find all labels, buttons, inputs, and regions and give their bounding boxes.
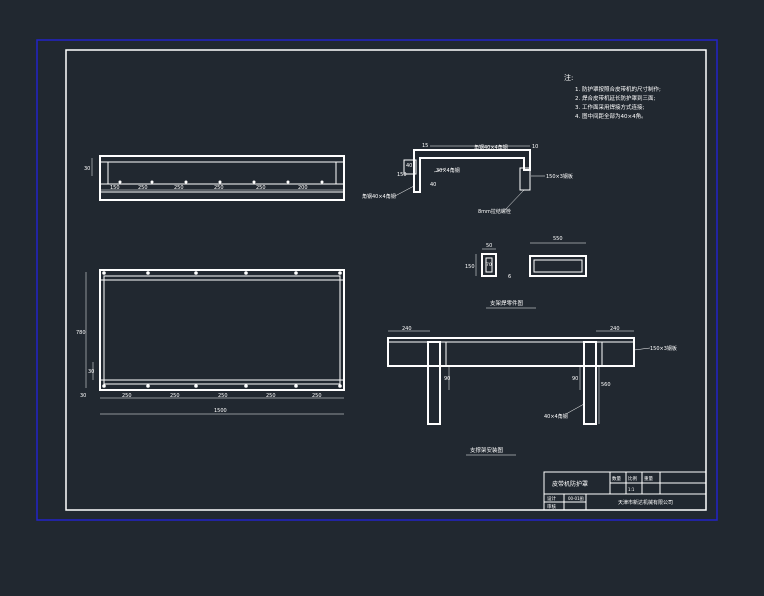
part-dim-b: 150 [465,264,475,270]
plan-seg-4: 250 [266,393,276,399]
inner-frame [65,49,707,511]
view-bracket: 角钢40×4角钢 30×4角钢 角钢40×4角钢 150×3钢板 8mm拉结螺栓… [362,143,573,215]
note-1: 1. 防护罩按照合皮带机的尺寸制作; [575,85,661,93]
bracket-label-bolt: 8mm拉结螺栓 [478,208,511,215]
title-block-col2: 比例 [628,475,637,482]
note-2: 2. 焊合皮带机延长防护罩到三面; [575,94,655,102]
view-elevation: 30 150 250 250 250 250 200 [84,155,345,201]
title-block: 皮带机防护罩 数量 比例 重量 1:1 设计 审核 00-01图 天津市新达机械… [543,471,707,511]
assembly-label-plate: 150×3钢板 [650,345,677,352]
assembly-top-bar [387,337,635,367]
plan-bolts [102,271,342,388]
bracket-label-middle: 30×4角钢 [436,167,460,174]
notes-block: 注: 1. 防护罩按照合皮带机的尺寸制作; 2. 焊合皮带机延长防护罩到三面; … [564,73,661,120]
title-block-scale: 1:1 [628,487,635,492]
part-angle-section [481,253,497,277]
title-block-check: 审核 [547,503,556,510]
elevation-seg-3: 250 [174,185,184,191]
title-block-drawing-no: 00-01图 [568,495,584,501]
outer-frame [36,39,718,521]
part-plate [529,255,587,277]
title-block-company: 天津市新达机械有限公司 [618,499,673,506]
assembly-dim-tall: 560 [601,382,611,388]
bracket-dim-1: 15 [422,143,428,149]
note-4: 4. 图中间距全部为40×4角。 [575,112,647,120]
part-dim-d: 6 [508,274,511,280]
plan-seg-2: 250 [170,393,180,399]
part-dim-a: 50 [486,243,492,249]
elevation-seg-4: 250 [214,185,224,191]
parts-title: 支架焊零件图 [490,299,524,307]
notes-heading: 注: [564,73,573,82]
elevation-outline [99,155,345,201]
plan-seg-1: 250 [122,393,132,399]
title-block-col3: 重量 [644,475,653,482]
plan-left-dim: 30 [80,393,86,399]
elevation-seg-2: 250 [138,185,148,191]
assembly-dim-right: 90 [572,376,578,382]
plan-small-dim: 30 [88,369,94,375]
elevation-seg-5: 250 [256,185,266,191]
bracket-dim-2: 150 [397,172,407,178]
view-plan: 780 30 30 250 250 250 250 250 1500 [76,269,345,415]
note-3: 3. 工作面采用焊接方式连接; [575,103,644,111]
bracket-dim-4: 40 [430,182,436,188]
bracket-label-plate: 150×3钢板 [546,173,573,180]
elevation-side-dim: 30 [84,166,90,172]
bracket-label-left: 角钢40×4角钢 [362,193,396,200]
elevation-seg-1: 150 [110,185,120,191]
bracket-dim-3: 40 [406,163,412,169]
plan-seg-3: 250 [218,393,228,399]
plan-height-dim: 780 [76,330,86,336]
part-dim-e: 550 [553,236,563,242]
assembly-left-leg [427,341,441,425]
plan-total-dim: 1500 [214,408,227,414]
title-block-col1: 数量 [612,475,621,482]
elevation-bolts [118,180,324,184]
title-block-drawn: 设计 [547,495,556,502]
assembly-right-leg [583,341,597,425]
part-dim-c: 70 [486,262,492,268]
assembly-label-angle: 40×4角钢 [544,413,568,420]
assembly-title: 支撑架安装图 [470,446,504,454]
elevation-seg-6: 200 [298,185,308,191]
view-parts: 50 150 70 6 550 支架焊零件图 [465,236,587,309]
assembly-dim-mid: 90 [444,376,450,382]
title-block-project: 皮带机防护罩 [552,480,588,488]
assembly-right-dim: 240 [610,326,620,332]
bracket-dim-5: 10 [532,144,538,150]
plan-seg-5: 250 [312,393,322,399]
bracket-label-top: 角钢40×4角钢 [474,144,508,151]
assembly-left-dim: 240 [402,326,412,332]
view-assembly: 240 240 150×3钢板 40×4角钢 90 90 560 支撑架安装图 [387,326,677,456]
bracket-profile [413,149,531,193]
plan-outline [99,269,345,391]
